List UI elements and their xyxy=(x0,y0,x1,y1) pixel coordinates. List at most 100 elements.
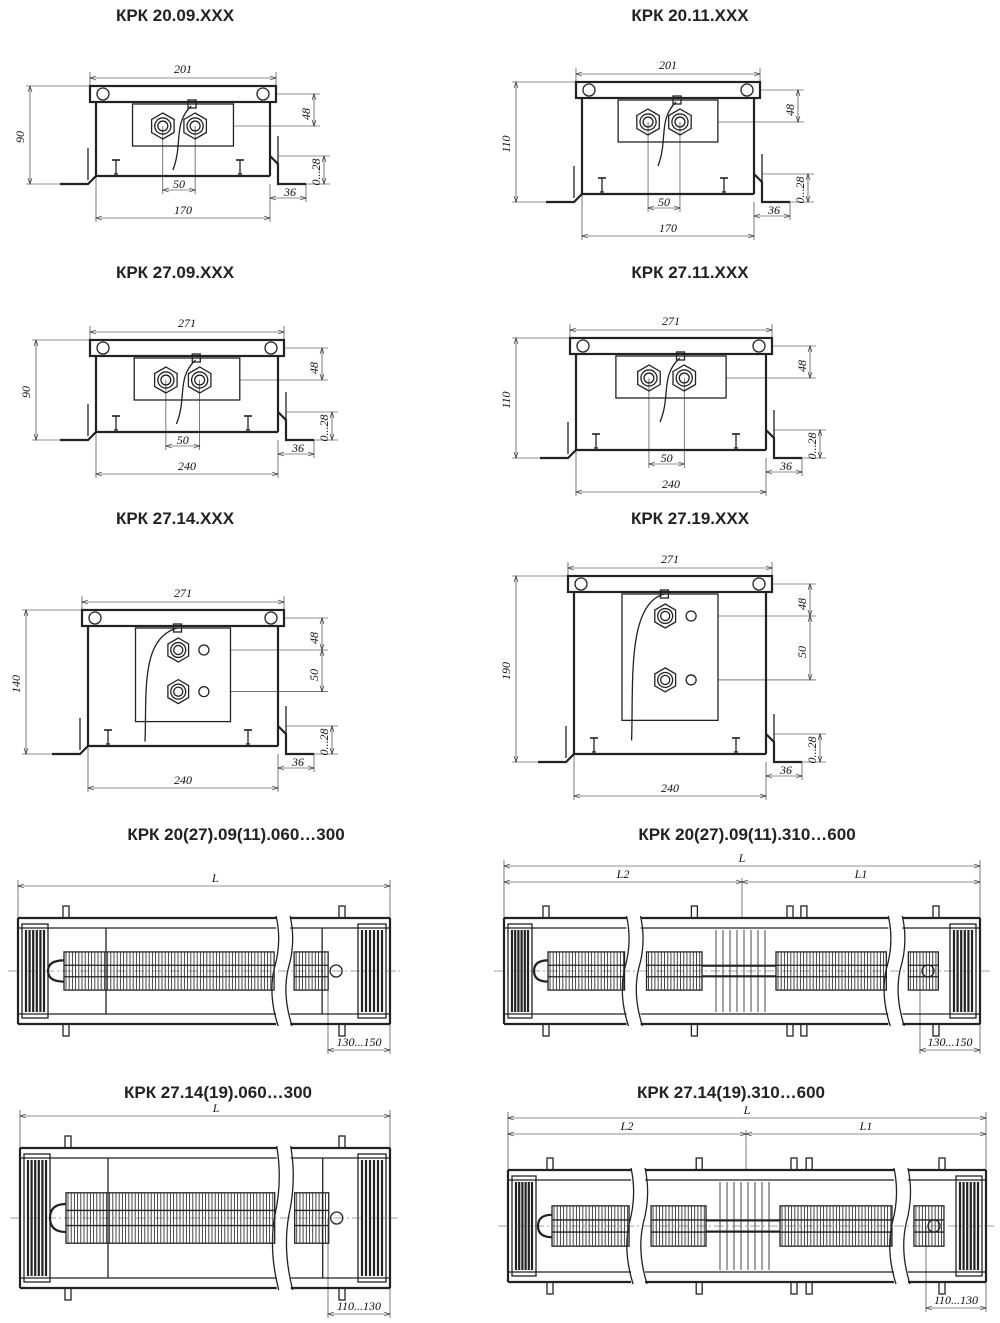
circle xyxy=(657,607,674,625)
path xyxy=(167,637,190,663)
dim-base: 240 xyxy=(178,459,196,473)
dim-top: 48 xyxy=(307,362,321,374)
circle xyxy=(752,339,766,353)
rect xyxy=(64,1135,72,1149)
rect xyxy=(62,905,70,919)
dim-l1: L1 xyxy=(854,867,868,881)
circle xyxy=(927,1219,941,1233)
rect xyxy=(88,84,278,104)
title-krk-long-09-11: КРК 20(27).09(11).310…600 xyxy=(638,825,856,844)
dim-spacing: 50 xyxy=(661,451,673,465)
path xyxy=(654,603,677,629)
dim-adjust: 0...28 xyxy=(317,415,331,442)
dim-width: 271 xyxy=(662,314,680,328)
rect xyxy=(786,1023,794,1037)
path xyxy=(753,173,790,204)
circle xyxy=(198,685,210,698)
path xyxy=(765,429,802,460)
plan-view-drawing: L 130...150 xyxy=(8,871,400,1054)
circle xyxy=(88,611,102,625)
path xyxy=(269,155,306,186)
rect xyxy=(790,1157,798,1171)
dim-base: 240 xyxy=(661,781,679,795)
title-krk-long-14-19: КРК 27.14(19).310…600 xyxy=(636,1083,826,1102)
rect xyxy=(547,951,626,991)
path xyxy=(640,1167,649,1285)
path xyxy=(538,753,575,764)
rect xyxy=(568,336,774,356)
dim-adjust: 0...28 xyxy=(805,737,819,764)
dim-mid: 50 xyxy=(307,669,321,681)
rect xyxy=(932,905,940,919)
circle xyxy=(170,641,187,659)
dim-width: 271 xyxy=(178,316,196,330)
rect xyxy=(542,1023,550,1037)
dim-adjust: 0...28 xyxy=(805,433,819,460)
rect xyxy=(131,103,235,147)
rect xyxy=(786,905,794,919)
circle xyxy=(752,577,766,591)
dim-length: L xyxy=(211,871,219,885)
circle xyxy=(685,610,697,622)
dim-top: 48 xyxy=(795,360,809,372)
path xyxy=(172,105,192,171)
rect xyxy=(790,1281,798,1295)
path xyxy=(532,959,549,983)
rect xyxy=(621,593,719,722)
path xyxy=(277,411,314,442)
circle xyxy=(264,611,278,625)
circle xyxy=(576,339,590,353)
path xyxy=(52,745,89,756)
dim-height: 90 xyxy=(13,131,27,143)
circle xyxy=(921,964,935,978)
dim-top: 48 xyxy=(299,108,313,120)
dim-end: 130...150 xyxy=(337,1035,382,1049)
circle xyxy=(173,686,184,697)
dim-height: 110 xyxy=(499,135,513,152)
dim-width: 271 xyxy=(661,552,679,566)
dim-flange: 36 xyxy=(767,203,780,217)
title-krk-20-09: КРК 20.09.ХХХ xyxy=(115,6,235,25)
rect xyxy=(133,357,241,401)
dim-end: 130...150 xyxy=(928,1035,973,1049)
path xyxy=(319,649,325,657)
dim-spacing: 50 xyxy=(658,195,670,209)
dim-l1: L1 xyxy=(859,1119,873,1133)
dim-width: 201 xyxy=(174,62,192,76)
dim-base: 240 xyxy=(174,773,192,787)
rect xyxy=(191,353,201,363)
dim-height: 140 xyxy=(9,675,23,693)
path xyxy=(765,733,802,764)
path xyxy=(807,615,813,623)
rect xyxy=(88,338,286,358)
rect xyxy=(800,905,808,919)
title-krk-short-09-11: КРК 20(27).09(11).060…300 xyxy=(127,825,345,844)
path xyxy=(285,915,294,1027)
dim-height: 90 xyxy=(19,386,33,398)
rect xyxy=(690,1023,699,1037)
rect xyxy=(615,355,727,399)
rect xyxy=(551,1205,630,1247)
circle xyxy=(582,83,596,97)
rect xyxy=(172,623,183,633)
path xyxy=(48,1202,67,1234)
path xyxy=(277,725,314,756)
rect xyxy=(675,351,686,361)
circle xyxy=(330,1211,344,1225)
dim-adjust: 0...28 xyxy=(317,729,331,756)
rect xyxy=(134,627,232,723)
dim-width: 201 xyxy=(659,58,677,72)
rect xyxy=(938,1157,946,1171)
circle xyxy=(657,671,674,689)
circle xyxy=(264,341,278,355)
title-krk-27-14: КРК 27.14.ХХХ xyxy=(115,509,235,528)
path xyxy=(659,357,681,423)
rect xyxy=(805,1281,813,1295)
path xyxy=(897,915,906,1027)
